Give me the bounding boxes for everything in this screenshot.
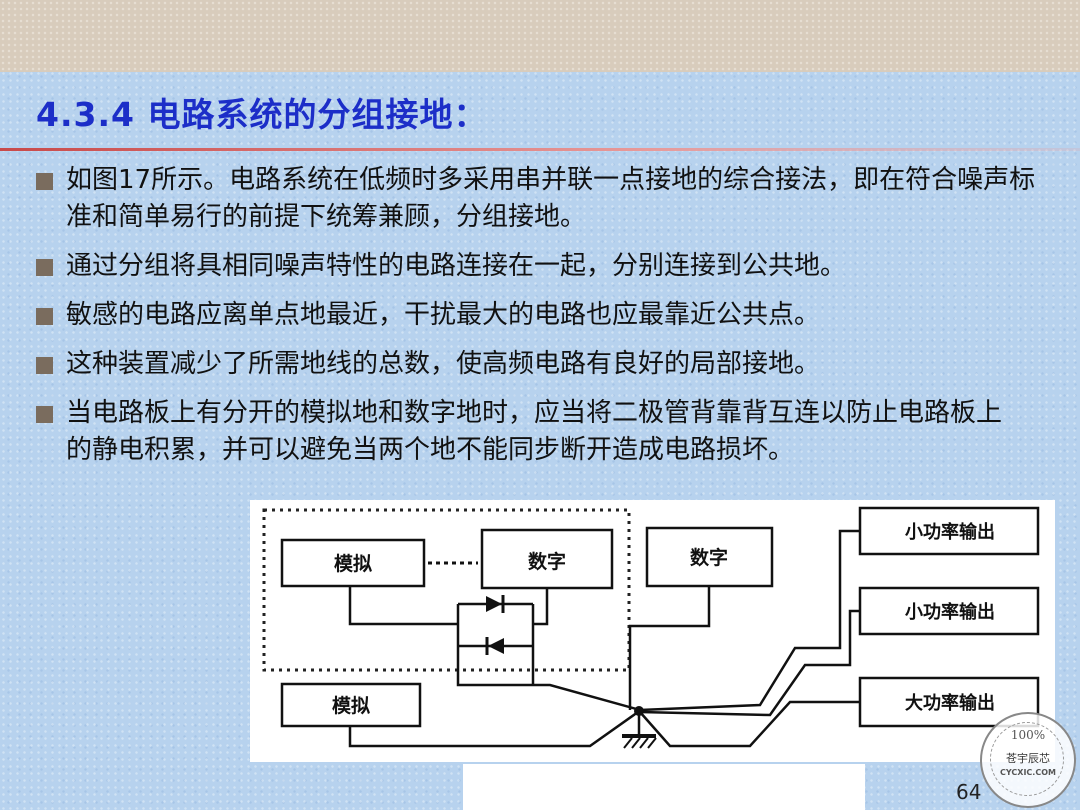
title-divider [0, 148, 1080, 151]
bullet-item: 如图17所示。电路系统在低频时多采用串并联一点接地的综合接法，即在符合噪声标准和… [34, 162, 1054, 236]
ground-icon [622, 734, 657, 749]
bullet-text: 通过分组将具相同噪声特性的电路连接在一起，分别连接到公共地。 [66, 251, 847, 281]
diode-icon [486, 595, 505, 613]
box-analog-top-label: 模拟 [334, 552, 372, 575]
header-band [0, 0, 1080, 72]
slide-title: 4.3.4 电路系统的分组接地： [36, 95, 488, 134]
box-small-power-1-label: 小功率输出 [905, 521, 995, 543]
seal-percent: 100% [1010, 728, 1046, 742]
bullet-list: 如图17所示。电路系统在低频时多采用串并联一点接地的综合接法，即在符合噪声标准和… [34, 162, 1054, 481]
bullet-text: 如图17所示。电路系统在低频时多采用串并联一点接地的综合接法，即在符合噪声标准和… [66, 165, 1036, 232]
bullet-item: 通过分组将具相同噪声特性的电路连接在一起，分别连接到公共地。 [34, 248, 1054, 285]
square-bullet-icon [36, 308, 53, 325]
square-bullet-icon [36, 357, 53, 374]
seal-ring [990, 722, 1064, 796]
ground-node [634, 706, 644, 716]
seal-url: CYCXIC.COM [1000, 768, 1056, 777]
diode-icon [485, 637, 504, 655]
grounding-diagram-svg: 模拟 数字 数字 模拟 小功率输出 小功率输出 大功率输出 [262, 506, 1040, 749]
digital-analog-group-boundary [262, 508, 631, 672]
square-bullet-icon [36, 173, 53, 190]
footer-strip [463, 764, 865, 810]
box-digital-right [645, 526, 774, 588]
grounding-diagram: 模拟 数字 数字 模拟 小功率输出 小功率输出 大功率输出 [250, 500, 1055, 762]
square-bullet-icon [36, 259, 53, 276]
box-digital-top-label: 数字 [528, 550, 566, 573]
page-number: 64 [956, 780, 982, 804]
square-bullet-icon [36, 406, 53, 423]
box-analog-bottom-label: 模拟 [332, 694, 370, 717]
seal-name: 苍宇辰芯 [1006, 752, 1050, 765]
bullet-text: 当电路板上有分开的模拟地和数字地时，应当将二极管背靠背互连以防止电路板上的静电积… [66, 398, 1003, 465]
bullet-item: 这种装置减少了所需地线的总数，使高频电路有良好的局部接地。 [34, 346, 1054, 383]
box-large-power-label: 大功率输出 [905, 692, 995, 714]
bullet-text: 这种装置减少了所需地线的总数，使高频电路有良好的局部接地。 [66, 349, 821, 379]
bullet-item: 敏感的电路应离单点地最近，干扰最大的电路也应最靠近公共点。 [34, 297, 1054, 334]
box-digital-right-label: 数字 [690, 546, 728, 569]
bullet-text: 敏感的电路应离单点地最近，干扰最大的电路也应最靠近公共点。 [66, 300, 821, 330]
box-analog-top [280, 538, 426, 588]
box-small-power-2-label: 小功率输出 [905, 601, 995, 623]
watermark-seal: 100% 苍宇辰芯 CYCXIC.COM [980, 712, 1076, 808]
box-analog-bottom [280, 682, 422, 728]
bullet-item: 当电路板上有分开的模拟地和数字地时，应当将二极管背靠背互连以防止电路板上的静电积… [34, 395, 1054, 469]
